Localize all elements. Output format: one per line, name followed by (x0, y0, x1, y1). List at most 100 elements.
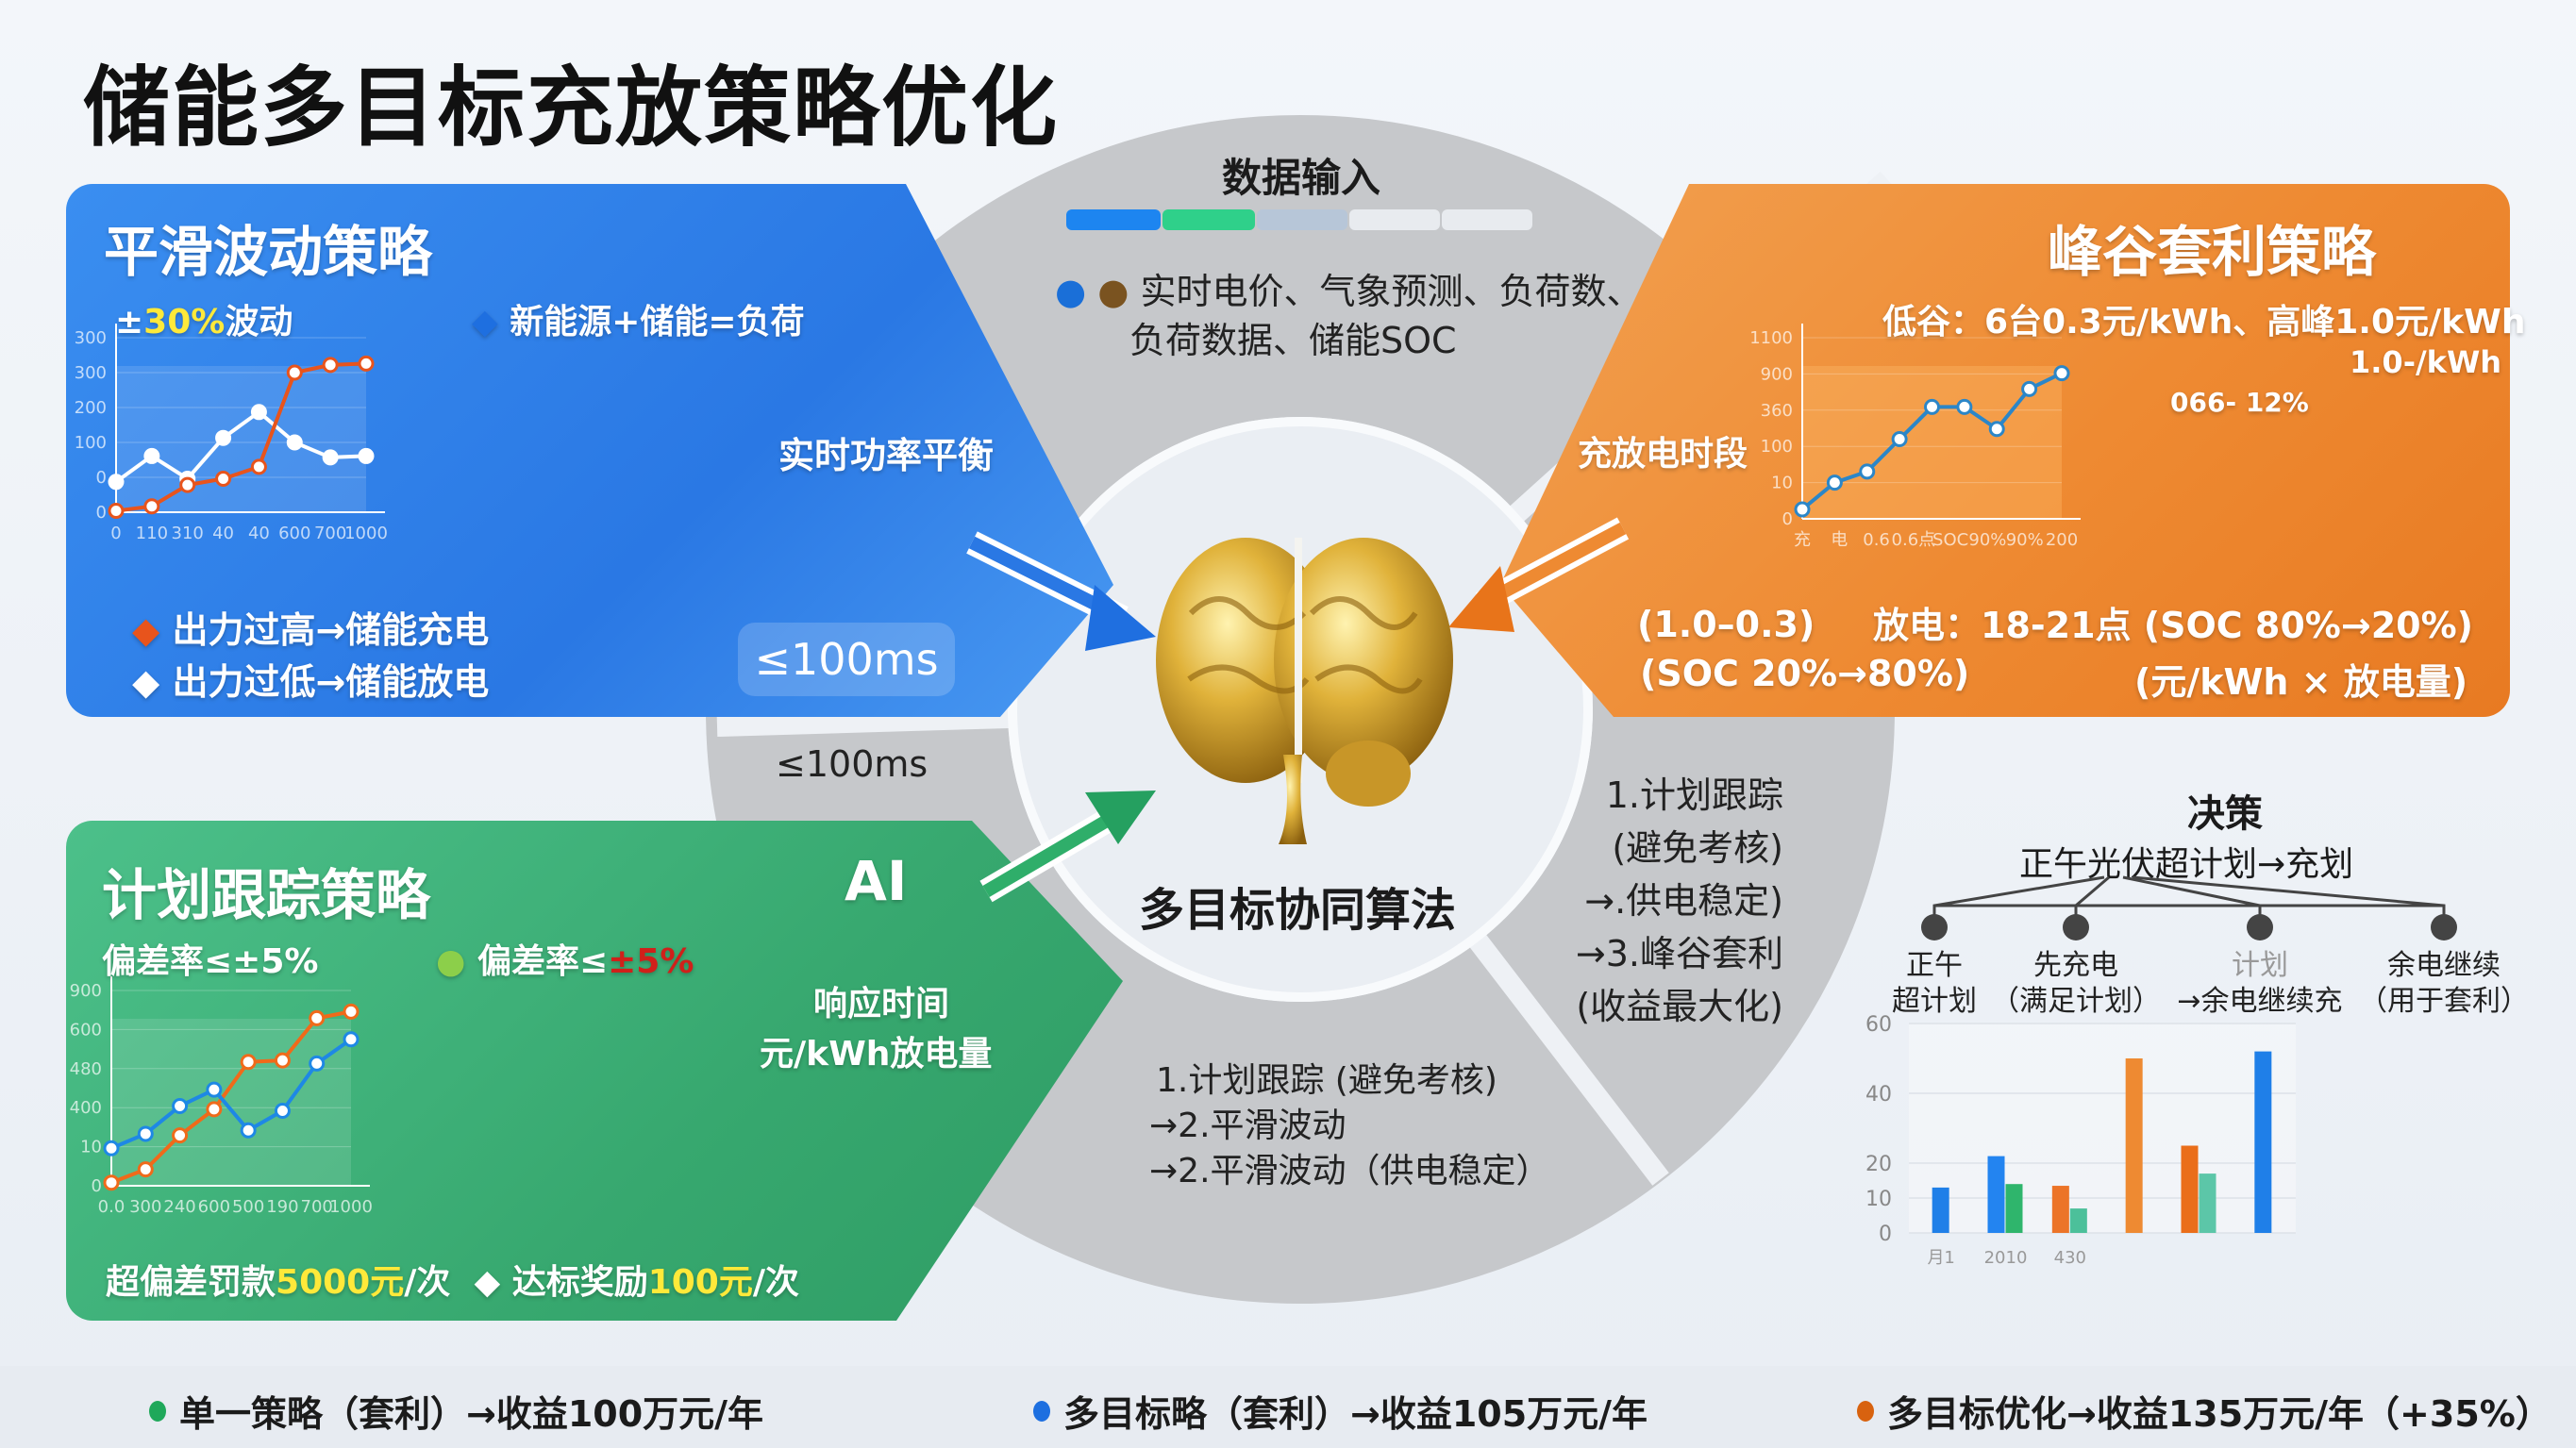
decision-title: 决策 (2187, 792, 2263, 836)
x-tick-label: 200 (2046, 530, 2078, 550)
fluctuation-label: ±30%波动 (115, 294, 293, 343)
leaf-line1: 计划 (2232, 949, 2288, 982)
tree-node (2247, 914, 2273, 940)
x-tick-label: 500 (232, 1197, 264, 1217)
latency-label: ≤100ms (776, 743, 928, 785)
white-diamond-icon: ◆ (132, 661, 173, 703)
priority-list-bottom: 1.计划跟踪 (避免考核) →2.平滑波动 →2.平滑波动（供电稳定） (1076, 1058, 1550, 1194)
x-tick-label: 600 (278, 524, 310, 543)
y-tick-label: 0 (1879, 1223, 1892, 1246)
data-point (206, 1101, 223, 1118)
y-tick-label: 0 (96, 468, 107, 488)
data-point (1859, 463, 1876, 480)
decision-root: 正午光伏超计划→充划 (2019, 845, 2354, 884)
x-tick-label: 190 (266, 1197, 298, 1217)
priority-item: 1.计划跟踪 (避免考核) (1156, 1061, 1497, 1100)
data-input-line1: ● ● 实时电价、气象预测、负荷数、 (1055, 262, 1643, 314)
data-point (250, 458, 267, 475)
priority-item: 1.计划跟踪 (1605, 774, 1783, 816)
peak-panel (1500, 184, 2510, 717)
data-point (103, 1140, 120, 1157)
tree-node (2063, 914, 2089, 940)
summary-bar (0, 1366, 2576, 1448)
data-point (215, 429, 232, 446)
data-point (309, 1009, 326, 1026)
deviation-right-prefix: 偏差率≤ (477, 942, 609, 981)
plot-area (1802, 366, 2062, 519)
data-point (137, 1125, 154, 1142)
charge-price-range: (1.0–0.3) (1637, 604, 1815, 645)
y-tick-label: 10 (1771, 474, 1793, 493)
legend-balance: ◆ 新能源+储能=负荷 (472, 294, 805, 343)
orange-diamond-icon: ◆ (132, 609, 173, 651)
bar (2069, 1208, 2087, 1233)
data-point (309, 1055, 326, 1072)
penalty-prefix: 超偏差罚款 (106, 1263, 276, 1302)
priority-item: →.供电稳定) (1584, 880, 1783, 922)
charge-period-label: 充放电时段 (1578, 435, 1748, 474)
input-progress-segment (1257, 209, 1347, 230)
y-tick-label: 300 (75, 363, 107, 383)
summary-item-optimized: 多目标优化→收益135万元/年（+35%） (1857, 1385, 2551, 1437)
data-point (108, 474, 125, 491)
data-point (206, 1081, 223, 1098)
data-point (343, 1003, 360, 1020)
y-tick-label: 400 (70, 1098, 102, 1118)
data-point (358, 355, 375, 372)
x-tick-label: 2010 (1984, 1248, 2028, 1268)
data-point (286, 364, 303, 381)
data-point (240, 1054, 257, 1071)
y-tick-label: 480 (70, 1059, 102, 1079)
decision-leaf: 正午超计划 (1831, 948, 2038, 1020)
data-point (1891, 431, 1908, 448)
x-tick-label: 90% (2006, 530, 2044, 550)
data-input-title: 数据输入 (1222, 155, 1381, 201)
bar (1987, 1156, 2005, 1233)
price-info: 低谷：6台0.3元/kWh、高峰1.0元/kWh (1882, 303, 2526, 341)
decision-leaf: 计划→余电继续充 (2156, 948, 2364, 1020)
reward-suffix: /次 (752, 1263, 800, 1302)
x-tick-label: 240 (163, 1197, 195, 1217)
data-point (286, 434, 303, 451)
blue-arrow-icon (966, 531, 1156, 651)
x-tick-label: 430 (2054, 1248, 2086, 1268)
summary-text: 多目标略（套利）→收益105万元/年 (1063, 1393, 1648, 1435)
x-tick-label: 40 (248, 524, 270, 543)
blue-dot-icon: ◆ (472, 303, 510, 341)
y-tick-label: 300 (75, 328, 107, 348)
leaf-line2: →余电继续充 (2177, 985, 2343, 1018)
summary-text: 单一策略（套利）→收益100万元/年 (179, 1393, 764, 1435)
priority-item: →2.平滑波动（供电稳定） (1149, 1152, 1550, 1190)
peak-chart-note-mid: 066- 12% (2170, 387, 2309, 418)
green-dot-icon (149, 1400, 166, 1422)
ai-label: AI (845, 849, 908, 913)
summary-item-multi: 多目标略（套利）→收益105万元/年 (1033, 1385, 1648, 1437)
x-tick-label: 1000 (344, 524, 388, 543)
leaf-line2: （用于套利） (2359, 985, 2529, 1018)
x-tick-label: 90% (1968, 530, 2006, 550)
bar (2254, 1051, 2272, 1233)
x-tick-label: 40 (212, 524, 234, 543)
data-point (240, 1122, 257, 1139)
x-tick-label: 310 (172, 524, 204, 543)
penalty-suffix: /次 (404, 1263, 451, 1302)
data-point (322, 357, 339, 374)
penalty-value: 5000元 (276, 1263, 405, 1302)
priority-item: (避免考核) (1612, 827, 1783, 869)
data-point (103, 1174, 120, 1191)
tree-node (2431, 914, 2457, 940)
x-tick-label: 600 (198, 1197, 230, 1217)
legend-high-text: 出力过高→储能充电 (172, 609, 490, 651)
priority-item: →3.峰谷套利 (1575, 933, 1783, 974)
legend-low-text: 出力过低→储能放电 (172, 661, 490, 703)
data-point (172, 1127, 189, 1144)
blue-dot-icon (1033, 1400, 1050, 1422)
summary-text: 多目标优化→收益135万元/年（+35%） (1887, 1393, 2551, 1435)
data-point (250, 404, 267, 421)
y-tick-label: 60 (1865, 1013, 1892, 1037)
